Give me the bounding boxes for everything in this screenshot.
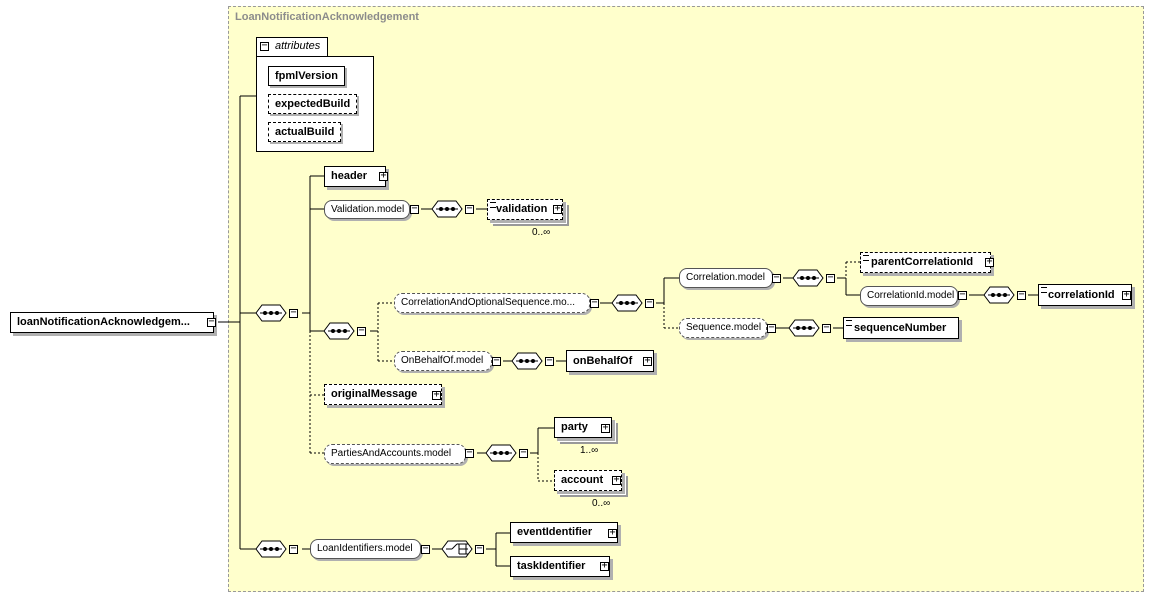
event-identifier-expand-icon[interactable]: + (608, 527, 617, 538)
account-cardinality: 0..∞ (592, 498, 611, 509)
on-behalf-of-expand-icon[interactable]: + (643, 355, 652, 366)
correlation-id-expand-icon[interactable]: + (1122, 289, 1131, 300)
loan-sequence-collapse-icon[interactable]: − (289, 543, 298, 554)
party-cardinality: 1..∞ (580, 445, 599, 456)
on-behalf-of-element[interactable]: onBehalfOf (566, 350, 654, 372)
account-label: account (561, 474, 604, 486)
choice-compositor-loan (441, 540, 473, 558)
loan-identifiers-model-collapse-icon[interactable]: − (421, 543, 430, 554)
validation-expand-icon[interactable]: + (553, 203, 562, 214)
correlation-id-model-collapse-icon[interactable]: − (958, 289, 967, 300)
account-element[interactable]: account (554, 470, 622, 491)
root-collapse-icon[interactable]: − (207, 316, 216, 327)
header-element[interactable]: header (324, 166, 387, 187)
validation-label: validation (496, 203, 548, 215)
attributes-collapse-icon[interactable]: − (260, 40, 269, 51)
sequence-model-collapse-icon[interactable]: − (767, 322, 776, 333)
validation-model-group[interactable]: Validation.model (324, 200, 410, 219)
correlation-model-group[interactable]: Correlation.model (679, 268, 773, 288)
task-identifier-element[interactable]: taskIdentifier (510, 556, 610, 577)
attr-actual-build[interactable]: actualBuild (268, 122, 342, 142)
correlation-id-element[interactable]: correlationId (1038, 284, 1132, 306)
correlation-id-sequence-collapse-icon[interactable]: − (1017, 289, 1026, 300)
correlation-id-label: correlationId (1048, 289, 1115, 301)
on-behalf-of-label: onBehalfOf (573, 355, 633, 367)
party-expand-icon[interactable]: + (601, 422, 610, 433)
validation-element[interactable]: validation (487, 199, 563, 220)
parent-correlation-id-element[interactable]: parentCorrelationId (860, 252, 991, 273)
sequence-number-element[interactable]: sequenceNumber (843, 317, 959, 339)
attr-fpml-version[interactable]: fpmlVersion (268, 66, 345, 86)
corr-opt-seq-collapse-icon[interactable]: − (590, 297, 599, 308)
parties-accounts-model-group[interactable]: PartiesAndAccounts.model (324, 444, 466, 464)
account-expand-icon[interactable]: + (612, 474, 621, 485)
complex-type-title: LoanNotificationAcknowledgement (235, 11, 419, 23)
on-behalf-sequence-collapse-icon[interactable]: − (545, 355, 554, 366)
event-identifier-label: eventIdentifier (517, 526, 593, 538)
attr-expected-build[interactable]: expectedBuild (268, 94, 358, 114)
parent-correlation-id-label: parentCorrelationId (871, 256, 974, 268)
original-message-expand-icon[interactable]: + (432, 389, 441, 400)
parties-accounts-model-collapse-icon[interactable]: − (465, 447, 474, 458)
root-element[interactable]: loanNotificationAcknowledgem... (10, 312, 214, 333)
validation-model-collapse-icon[interactable]: − (410, 203, 419, 214)
choice-collapse-icon[interactable]: − (475, 543, 484, 554)
task-identifier-label: taskIdentifier (517, 560, 586, 572)
on-behalf-of-model-collapse-icon[interactable]: − (492, 355, 501, 366)
on-behalf-of-model-group[interactable]: OnBehalfOf.model (394, 351, 492, 371)
header-label: header (331, 170, 368, 182)
original-message-element[interactable]: originalMessage (324, 384, 442, 405)
main-sequence-collapse-icon[interactable]: − (289, 307, 298, 318)
sequence-sequence-collapse-icon[interactable]: − (822, 322, 831, 333)
parties-sequence-collapse-icon[interactable]: − (519, 447, 528, 458)
task-identifier-expand-icon[interactable]: + (600, 560, 609, 571)
inner-sequence-collapse-icon[interactable]: − (357, 325, 366, 336)
loan-identifiers-model-group[interactable]: LoanIdentifiers.model (310, 539, 421, 559)
correlation-model-collapse-icon[interactable]: − (772, 272, 781, 283)
correlation-sequence-collapse-icon[interactable]: − (826, 272, 835, 283)
corr-opt-sequence-collapse-icon[interactable]: − (645, 297, 654, 308)
validation-sequence-collapse-icon[interactable]: − (465, 203, 474, 214)
attributes-tab[interactable]: attributes (256, 37, 328, 57)
validation-cardinality: 0..∞ (532, 227, 551, 238)
party-label: party (561, 421, 588, 433)
event-identifier-element[interactable]: eventIdentifier (510, 522, 618, 543)
original-message-label: originalMessage (331, 388, 418, 400)
party-element[interactable]: party (554, 417, 612, 438)
sequence-model-group[interactable]: Sequence.model (679, 318, 767, 338)
attributes-label: attributes (275, 40, 321, 52)
corr-opt-seq-group[interactable]: CorrelationAndOptionalSequence.mo... (394, 293, 590, 313)
parent-correlation-id-expand-icon[interactable]: + (985, 256, 994, 267)
correlation-id-model-group[interactable]: CorrelationId.model (860, 286, 958, 306)
header-expand-icon[interactable]: + (379, 170, 388, 181)
